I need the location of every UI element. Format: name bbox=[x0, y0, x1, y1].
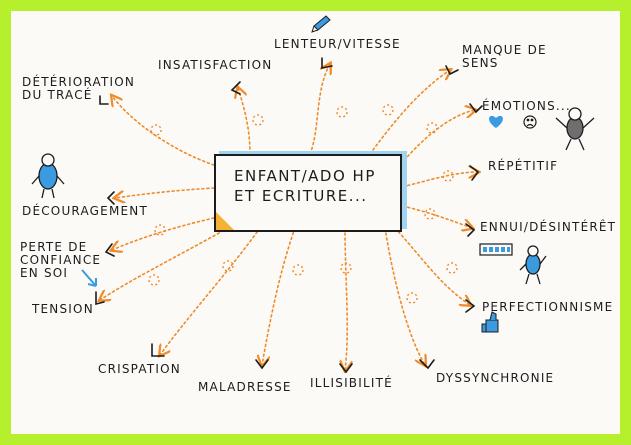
arrow-icon bbox=[81, 269, 97, 287]
stick-figure-icon bbox=[519, 245, 547, 285]
label-deterioration: DÉTÉRIORATION DU TRACÉ bbox=[22, 75, 136, 102]
connector-insatisfaction bbox=[238, 88, 251, 155]
stick-figure-icon bbox=[31, 153, 65, 199]
connector-crispation bbox=[160, 227, 261, 355]
label-illisibilite: ILLISIBILITÉ bbox=[310, 376, 393, 390]
label-perfectionnisme: PERFECTIONNISME bbox=[482, 300, 614, 314]
connector-dyssynchronie bbox=[384, 227, 425, 365]
connector-maladresse bbox=[262, 227, 296, 365]
connector-deterioration bbox=[112, 96, 215, 166]
sad-face-icon bbox=[523, 115, 537, 129]
label-dyssynchronie: DYSSYNCHRONIE bbox=[436, 371, 555, 385]
label-lenteur: LENTEUR/VITESSE bbox=[274, 37, 401, 51]
stick-figure-icon bbox=[555, 107, 595, 151]
label-repetitif: RÉPÉTITIF bbox=[488, 159, 559, 173]
connector-manque-sens bbox=[369, 70, 450, 155]
label-tension: TENSION bbox=[32, 302, 94, 316]
label-emotions: ÉMOTIONS... bbox=[482, 99, 571, 113]
connector-illisibilite bbox=[345, 227, 347, 370]
label-insatisfaction: INSATISFACTION bbox=[158, 58, 273, 72]
label-perte-confiance: PERTE DE CONFIANCE EN SOI bbox=[20, 240, 102, 280]
connector-ennui bbox=[397, 204, 472, 228]
label-decouragement: DÉCOURAGEMENT bbox=[22, 204, 149, 218]
connector-perte-confiance bbox=[112, 217, 215, 250]
label-manque-sens: MANQUE DE SENS bbox=[462, 43, 547, 70]
label-ennui: ENNUI/DÉSINTÉRÊT bbox=[480, 220, 617, 234]
heart-icon bbox=[489, 115, 503, 128]
connector-lenteur bbox=[309, 64, 330, 155]
central-topic-label: ENFANT/ADO HP ET ECRITURE... bbox=[234, 167, 376, 205]
connector-decouragement bbox=[115, 187, 215, 198]
keyboard-icon bbox=[479, 243, 513, 256]
label-maladresse: MALADRESSE bbox=[198, 380, 292, 394]
label-crispation: CRISPATION bbox=[98, 362, 181, 376]
connector-repetitif bbox=[397, 172, 478, 189]
connector-perfectionnisme bbox=[394, 227, 470, 305]
corner-fold bbox=[216, 212, 234, 230]
central-topic-box: ENFANT/ADO HP ET ECRITURE... bbox=[214, 154, 402, 232]
thumbs-up-icon bbox=[481, 311, 499, 333]
connector-tension bbox=[100, 227, 229, 300]
connector-emotions bbox=[397, 110, 475, 169]
pencil-icon bbox=[311, 15, 331, 33]
